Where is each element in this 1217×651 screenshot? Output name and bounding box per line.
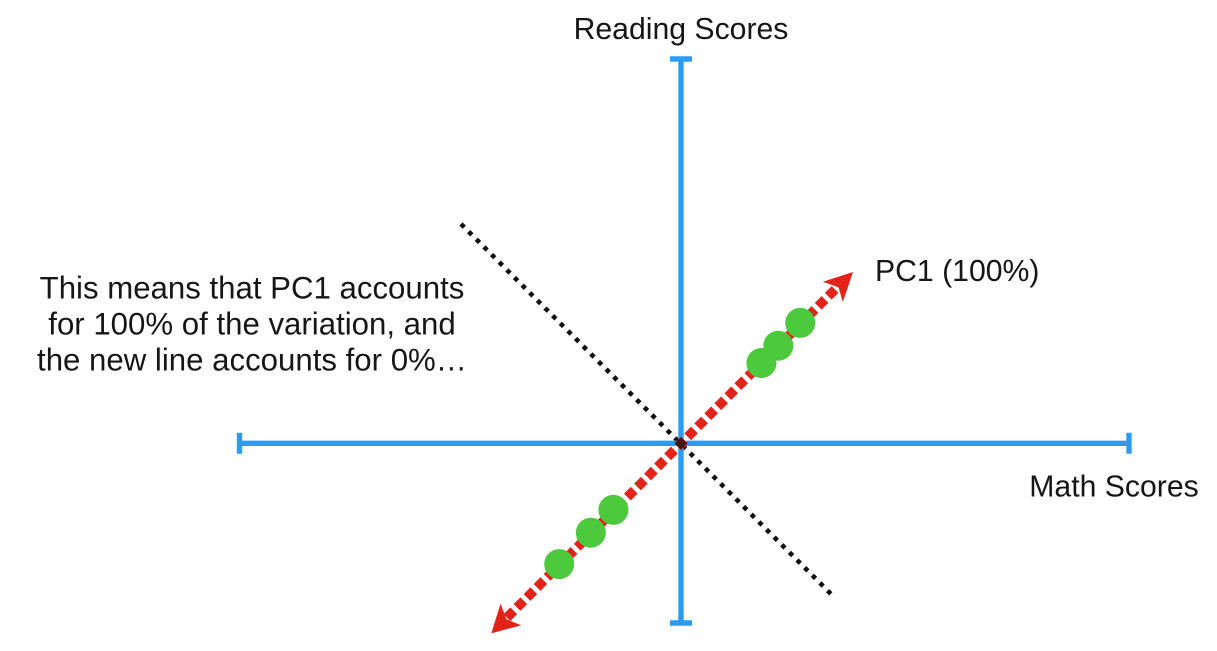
svg-text:This means that PC1 accounts: This means that PC1 accounts: [40, 271, 465, 306]
svg-text:the new line accounts for 0%…: the new line accounts for 0%…: [37, 343, 467, 378]
svg-text:PC1 (100%): PC1 (100%): [875, 255, 1039, 288]
svg-text:for 100% of the variation, and: for 100% of the variation, and: [48, 307, 455, 342]
svg-text:Math Scores: Math Scores: [1029, 471, 1198, 504]
svg-text:Reading Scores: Reading Scores: [574, 13, 789, 46]
